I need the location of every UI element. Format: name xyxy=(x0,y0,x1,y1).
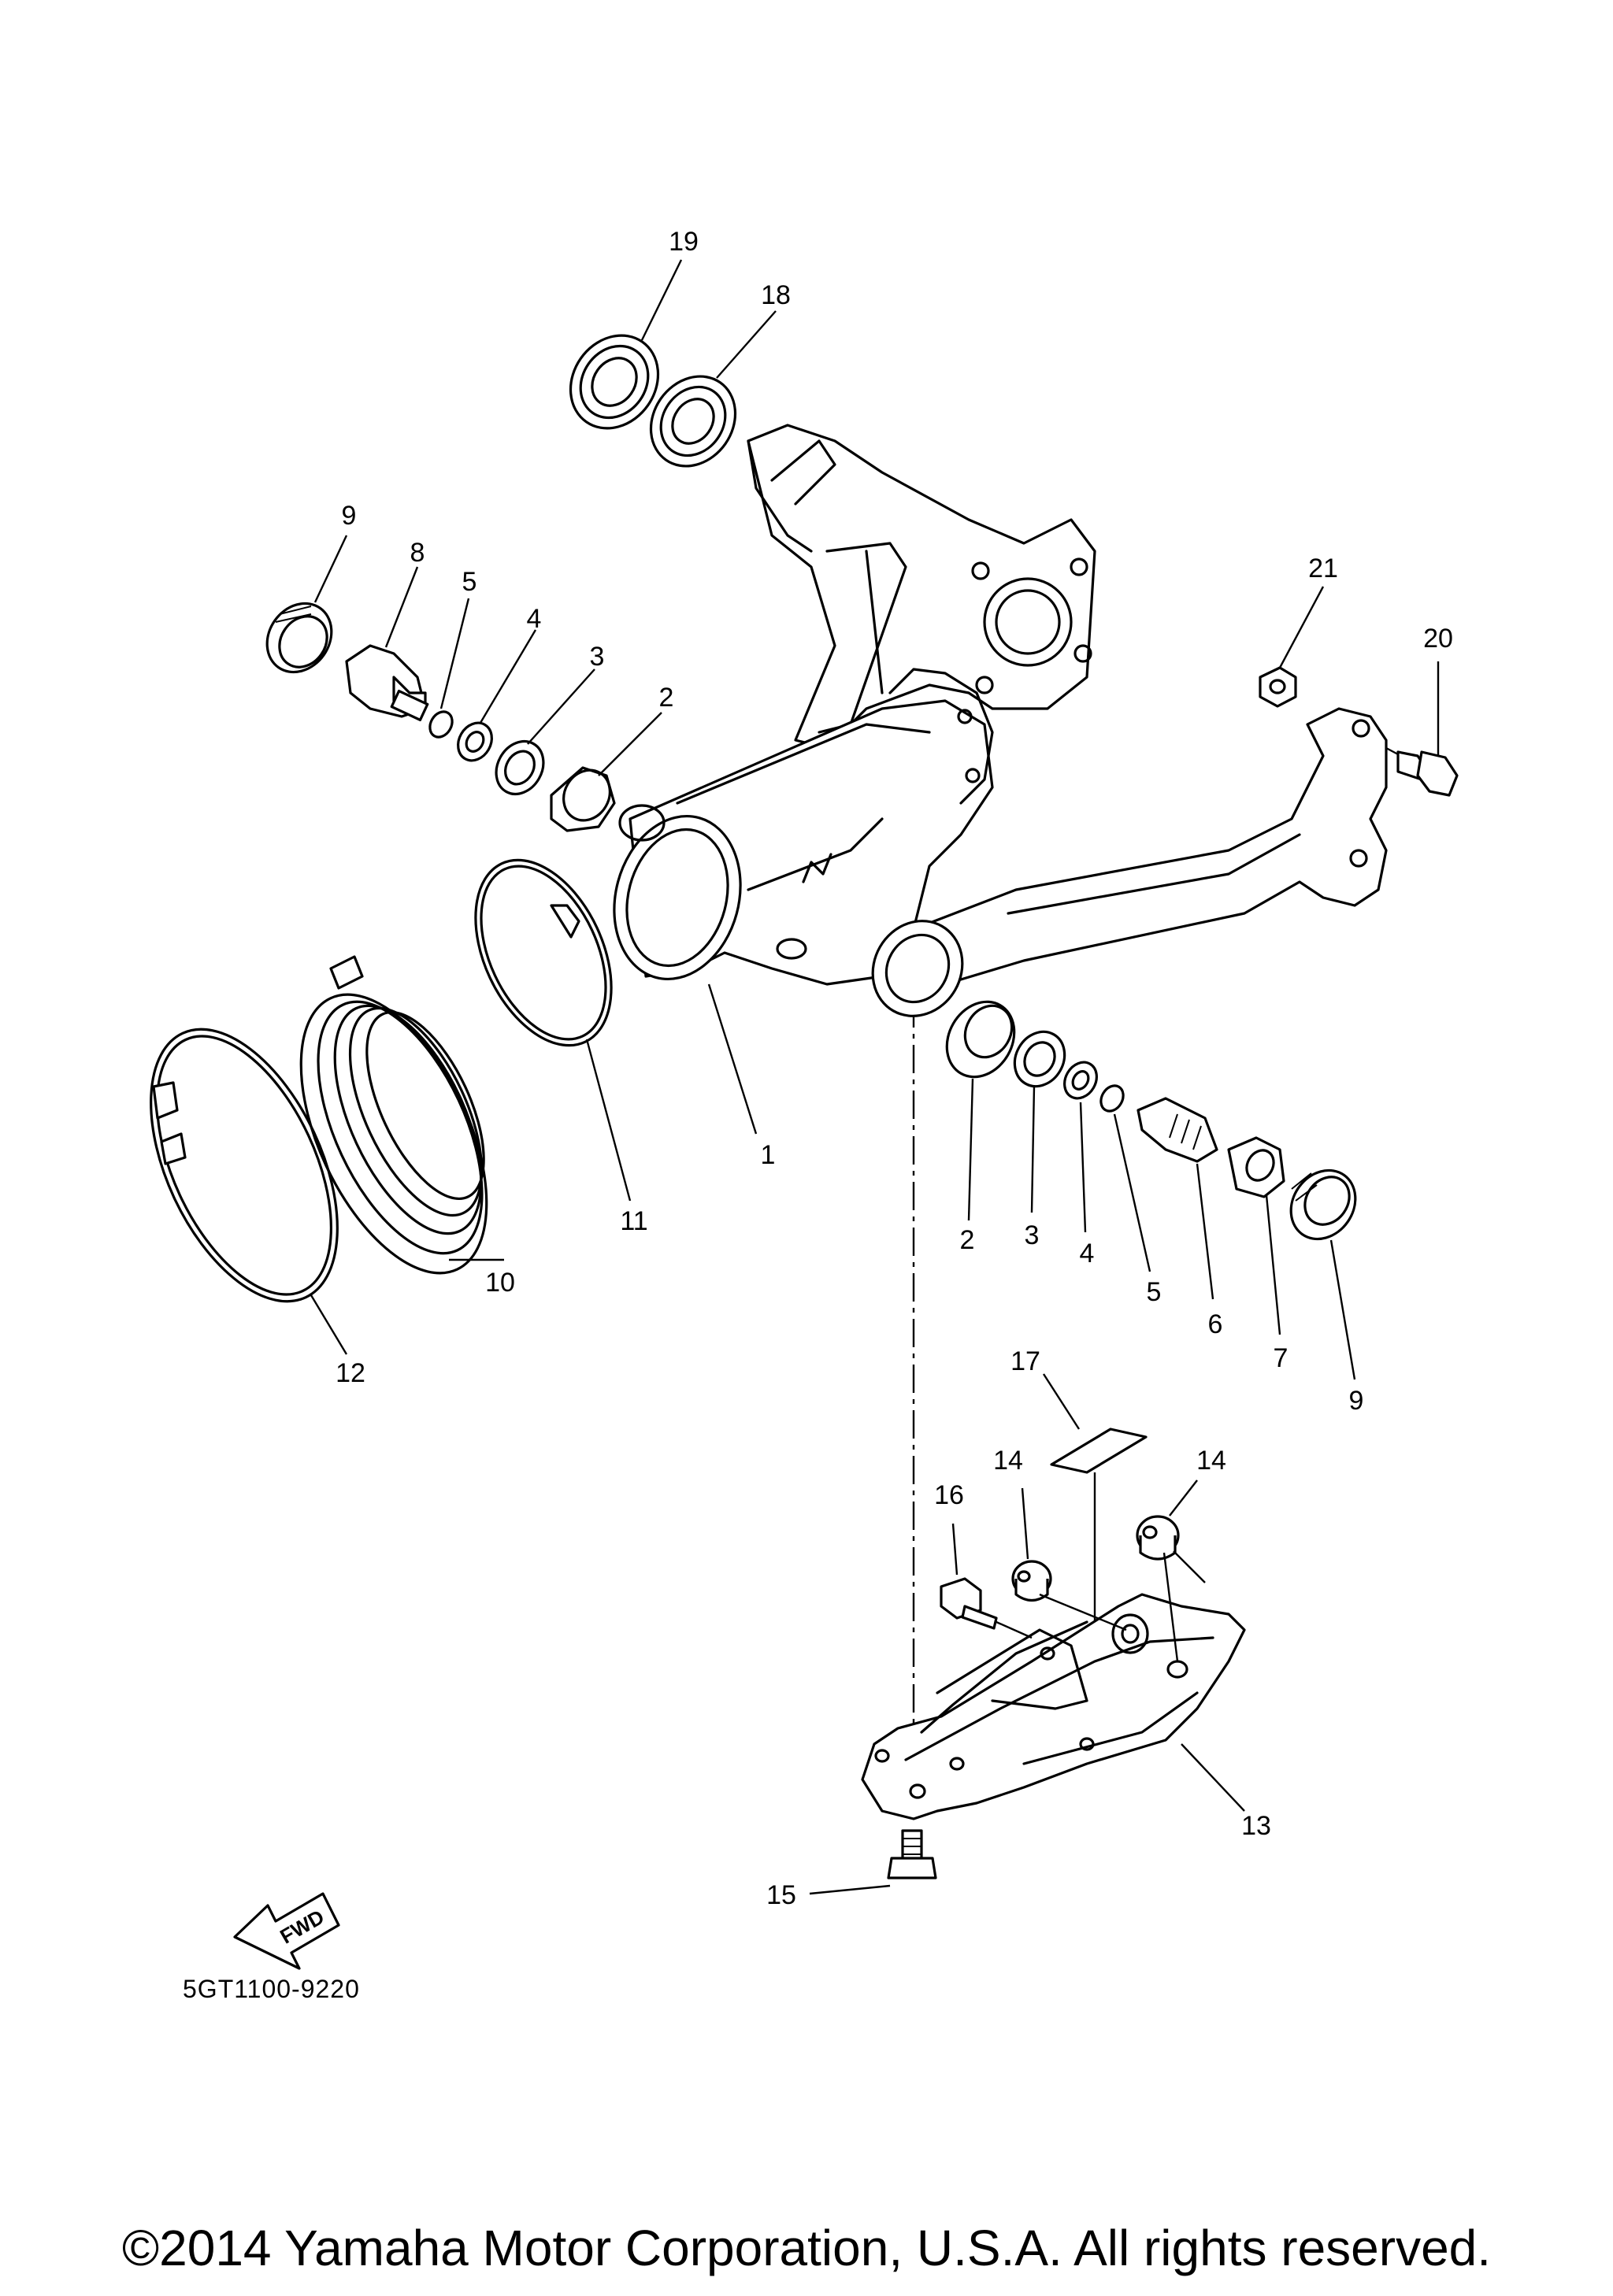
part-17-label xyxy=(1050,1428,1148,1474)
part-11-clamp xyxy=(474,858,613,1047)
part-9-cap-right xyxy=(1289,1168,1357,1241)
fwd-arrow-icon: FWD xyxy=(233,1892,340,1970)
callout-16: 16 xyxy=(934,1480,964,1510)
diagram-code: 5GT1100-9220 xyxy=(183,1975,360,2003)
callout-15: 15 xyxy=(766,1880,796,1910)
part-2-bearing-right xyxy=(945,1000,1016,1079)
part-15-bolt xyxy=(887,1829,937,1879)
part-12-clamp xyxy=(150,1028,339,1303)
copyright-notice: ©2014 Yamaha Motor Corporation, U.S.A. A… xyxy=(121,2220,1492,2276)
callout-8: 8 xyxy=(410,538,425,568)
callout-13: 13 xyxy=(1241,1811,1271,1841)
part-5-oring-right xyxy=(1099,1084,1125,1113)
callout-3-right: 3 xyxy=(1025,1220,1040,1250)
part-10-boot xyxy=(299,955,488,1275)
callout-11: 11 xyxy=(620,1206,647,1236)
callout-14-right: 14 xyxy=(1196,1446,1226,1476)
callout-6: 6 xyxy=(1208,1309,1223,1339)
callouts: 19 18 9 8 5 4 3 2 21 20 1 11 10 12 2 3 4… xyxy=(336,227,1453,1910)
part-7-nut-right xyxy=(1227,1136,1285,1198)
callout-9-left: 9 xyxy=(342,501,357,531)
callout-5-left: 5 xyxy=(462,567,477,597)
part-13-cover xyxy=(861,1593,1246,1820)
part-14-damper-right xyxy=(1136,1515,1180,1561)
callout-5-right: 5 xyxy=(1147,1277,1162,1307)
part-3-seal-left xyxy=(495,740,545,795)
part-9-cap-left xyxy=(265,602,333,674)
callout-20: 20 xyxy=(1423,624,1453,654)
part-3-seal-right xyxy=(1013,1030,1066,1088)
part-21-nut xyxy=(1259,666,1297,708)
part-14-damper-left xyxy=(1011,1560,1052,1602)
callout-19: 19 xyxy=(669,227,699,257)
part-16-bolt xyxy=(940,1577,998,1630)
callout-9-right: 9 xyxy=(1349,1386,1364,1416)
leader-lines xyxy=(310,259,1440,1895)
callout-2-left: 2 xyxy=(659,683,674,713)
callout-7: 7 xyxy=(1274,1343,1289,1373)
callout-10: 10 xyxy=(485,1268,515,1298)
callout-21: 21 xyxy=(1308,554,1338,583)
callout-1: 1 xyxy=(761,1140,776,1170)
callout-14-left: 14 xyxy=(993,1446,1023,1476)
callout-4-right: 4 xyxy=(1080,1239,1095,1268)
callout-12: 12 xyxy=(336,1358,365,1388)
callout-3-left: 3 xyxy=(590,642,605,672)
part-2-bearing-left xyxy=(550,766,616,832)
callout-18: 18 xyxy=(761,280,791,310)
part-4-collar-right xyxy=(1063,1061,1098,1100)
part-6-pivot-shaft-right xyxy=(1137,1097,1218,1163)
callout-17: 17 xyxy=(1010,1346,1040,1376)
callout-4-left: 4 xyxy=(527,604,542,634)
part-4-collar-left xyxy=(457,721,493,762)
part-19-bearing xyxy=(569,334,660,430)
part-18-bearing xyxy=(649,375,737,468)
part-20-bolt xyxy=(1385,746,1459,797)
part-8-pivot-shaft-left xyxy=(345,644,429,722)
part-1-swing-arm xyxy=(613,424,1388,1017)
callout-2-right: 2 xyxy=(960,1225,975,1255)
part-5-oring-left xyxy=(428,710,454,739)
